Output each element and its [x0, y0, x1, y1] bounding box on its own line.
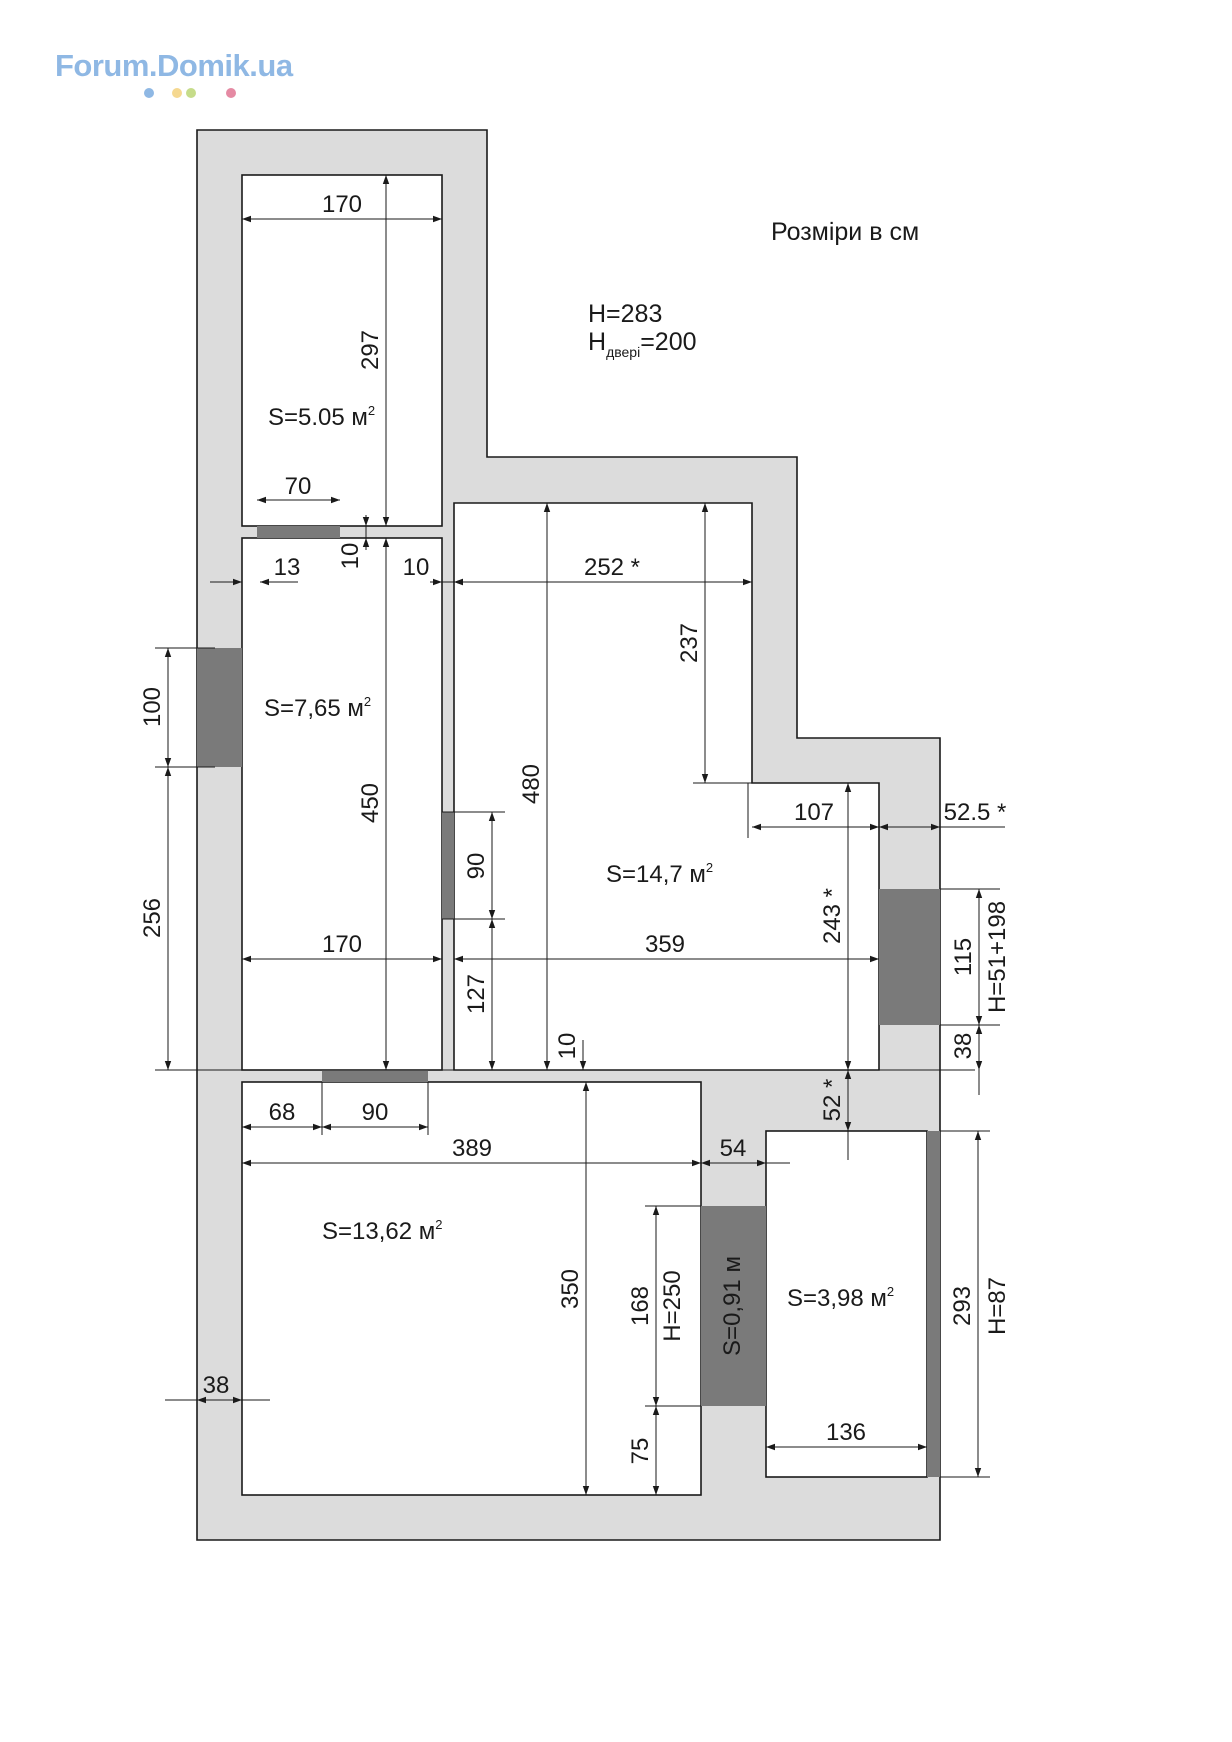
doorway-bottom	[322, 1070, 428, 1082]
dimension-label: 170	[322, 931, 362, 958]
dimension-label: 90	[362, 1099, 389, 1126]
dimension-label: 297	[357, 330, 384, 370]
logo-dot-2	[172, 88, 182, 98]
dimension-label: 75	[627, 1438, 654, 1465]
room-top	[241, 174, 443, 527]
dimension-label: 13	[274, 554, 301, 581]
room-bottom-right	[765, 1130, 928, 1478]
room-labels: S=5.05 м2 S=7,65 м2 S=14,7 м2 S=13,62 м2…	[264, 403, 894, 1312]
units-note: Розміри в см	[771, 218, 919, 246]
logo-dot-4	[226, 88, 236, 98]
room-bottom-left	[241, 1081, 702, 1496]
dimension-label: 127	[463, 974, 490, 1014]
dimension-label: 168	[627, 1286, 654, 1326]
dimension-label: 54	[720, 1135, 747, 1162]
logo-dot-3	[186, 88, 196, 98]
dimension-label: 389	[452, 1135, 492, 1162]
door-height-note: Hдвері=200	[588, 328, 697, 360]
dimension-label: 450	[357, 783, 384, 823]
dimension-label: 243 *	[819, 888, 846, 944]
room-left	[241, 537, 443, 1071]
area-label-room-left: S=7,65 м2	[264, 694, 371, 722]
dimension-label: 359	[645, 931, 685, 958]
logo-dot-1	[144, 88, 154, 98]
logo-dots	[144, 88, 244, 102]
area-label-room-top: S=5.05 м2	[268, 403, 375, 431]
doorway-left-center	[442, 812, 454, 919]
area-label-room-bottom-right: S=3,98 м2	[787, 1284, 894, 1312]
dimension-label: H=87	[984, 1277, 1011, 1335]
dimension-label: 68	[269, 1099, 296, 1126]
dimension-lines: 170 297 70 10 13 10 100 450 256 170 252 * 237 480 90 1…	[139, 175, 1011, 1495]
dimension-label: 237	[676, 623, 703, 663]
dimension-label: 10	[403, 554, 430, 581]
dimension-label: 170	[322, 191, 362, 218]
dimension-label: 38	[950, 1033, 977, 1060]
ceiling-height-note: H=283	[588, 300, 662, 328]
dimension-label: 52.5 *	[944, 799, 1007, 826]
dimension-label: 480	[518, 764, 545, 804]
dimension-label: 70	[285, 473, 312, 500]
dimension-label: 52 *	[819, 1079, 846, 1122]
dimension-label: 10	[554, 1033, 581, 1060]
dimension-label: H=250	[659, 1270, 686, 1341]
area-label-room-center: S=14,7 м2	[606, 860, 713, 888]
window-bottom-right	[927, 1131, 940, 1477]
dimension-label: 10	[337, 543, 364, 570]
doorway-top	[257, 526, 340, 538]
window-left	[197, 648, 242, 767]
dimension-label: H=51+198	[984, 901, 1011, 1013]
balcony-door	[701, 1206, 766, 1406]
dimension-label: 115	[950, 938, 977, 976]
area-label-room-bottom-left: S=13,62 м2	[322, 1217, 442, 1245]
dimension-label: 100	[139, 687, 166, 727]
dimension-label: 90	[463, 853, 490, 880]
dimension-label: 38	[203, 1372, 230, 1399]
dimension-label: 293	[949, 1286, 976, 1326]
dimension-label: S=0,91 м	[719, 1256, 746, 1356]
window-right	[879, 889, 940, 1025]
dimension-label: 136	[826, 1419, 866, 1446]
plan-notes: Розміри в см H=283 Hдвері=200	[588, 218, 919, 360]
dimension-label: 107	[794, 799, 834, 826]
dimension-label: 256	[139, 898, 166, 938]
dimension-label: 350	[557, 1269, 584, 1309]
dimension-label: 252 *	[584, 554, 640, 581]
site-logo[interactable]: Forum.Domik.ua	[55, 48, 293, 83]
